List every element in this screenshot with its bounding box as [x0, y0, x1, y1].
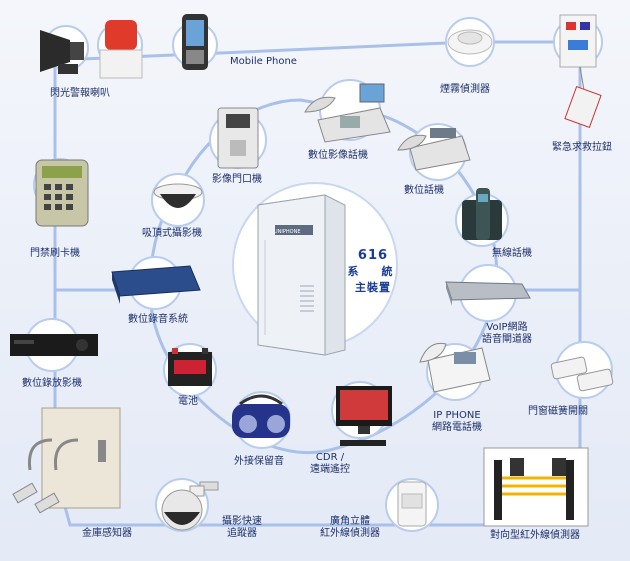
beam-detector-icon — [483, 447, 589, 527]
label-battery: 電池 — [178, 396, 198, 407]
external-hold-icon — [232, 394, 290, 438]
hub-device-icon — [257, 194, 346, 356]
label-mobile-phone: Mobile Phone — [230, 56, 297, 67]
label-pir-line1: 廣角立體 — [330, 516, 370, 527]
label-emergency-pull: 緊急求救拉鈕 — [552, 142, 612, 153]
smoke-detector-icon — [447, 29, 493, 55]
hub-line3: 主裝置 — [355, 281, 391, 294]
strobe-light-icon — [99, 20, 143, 79]
label-external-hold: 外接保留音 — [234, 456, 284, 467]
label-cordless-phone: 無線話機 — [492, 248, 532, 259]
speed-dome-icon — [161, 481, 219, 531]
label-voip-gateway: VoIP網路 語音閘道器 — [482, 322, 532, 346]
label-speed-dome-line2: 追蹤器 — [227, 528, 257, 539]
hub-line2: 系 統 — [347, 265, 399, 278]
siren-speaker-icon — [40, 30, 84, 74]
ip-phone-icon — [419, 342, 491, 393]
voip-gateway-icon — [445, 281, 531, 306]
pir-icon — [397, 481, 427, 527]
label-beam-detector: 對向型紅外線偵測器 — [490, 530, 580, 541]
label-speed-dome-line1: 攝影快速 — [222, 516, 262, 527]
label-voip-line2: 語音閘道器 — [482, 334, 532, 345]
label-voip-line1: VoIP網路 — [486, 322, 528, 333]
digital-phone-icon — [397, 128, 471, 171]
door-magnet-icon — [550, 356, 614, 392]
label-digital-recorder: 數位錄音系統 — [128, 314, 188, 325]
label-cdr-line1: CDR / — [315, 452, 345, 463]
hub-model: 616 — [357, 248, 389, 263]
label-pir: 廣角立體 紅外線偵測器 — [320, 516, 380, 540]
label-ceiling-camera: 吸頂式攝影機 — [142, 228, 202, 239]
hub-title: 616 系 統 主裝置 — [343, 248, 403, 295]
label-smoke-detector: 煙霧偵測器 — [440, 84, 490, 95]
label-safe-sensor: 金庫感知器 — [82, 528, 132, 539]
safe-icon — [12, 407, 121, 514]
label-pir-line2: 紅外線偵測器 — [320, 528, 380, 539]
emergency-pull-icon — [559, 14, 602, 129]
label-dvr: 數位錄放影機 — [22, 378, 82, 389]
label-cdr: CDR / 遠端遙控 — [310, 452, 350, 476]
access-card-icon — [35, 159, 89, 227]
label-access-card: 門禁刷卡機 — [30, 248, 80, 259]
label-cdr-line2: 遠端遙控 — [310, 464, 350, 475]
video-door-icon — [217, 107, 259, 169]
recorder-icon — [111, 265, 201, 304]
label-ip-phone-line2: 網路電話機 — [432, 422, 482, 433]
battery-icon — [168, 348, 212, 386]
hub-brand: UNIPHONE — [274, 229, 301, 235]
video-phone-icon — [304, 83, 391, 143]
label-speed-dome: 攝影快速 追蹤器 — [222, 516, 262, 540]
label-ip-phone-line1: IP PHONE — [433, 410, 481, 421]
label-digital-phone: 數位話機 — [404, 185, 444, 196]
label-ip-phone: IP PHONE 網路電話機 — [432, 410, 482, 434]
dvr-icon — [10, 334, 98, 356]
cordless-phone-icon — [462, 188, 502, 240]
cdr-monitor-icon — [336, 386, 392, 446]
label-video-door: 影像門口機 — [212, 174, 262, 185]
label-digital-video-phone: 數位影像話機 — [308, 150, 368, 161]
ceiling-camera-icon — [153, 183, 203, 208]
label-flash-siren: 閃光警報喇叭 — [50, 88, 110, 99]
label-door-magnet: 門窗磁簧開關 — [528, 406, 588, 417]
mobile-phone-icon — [182, 14, 208, 70]
